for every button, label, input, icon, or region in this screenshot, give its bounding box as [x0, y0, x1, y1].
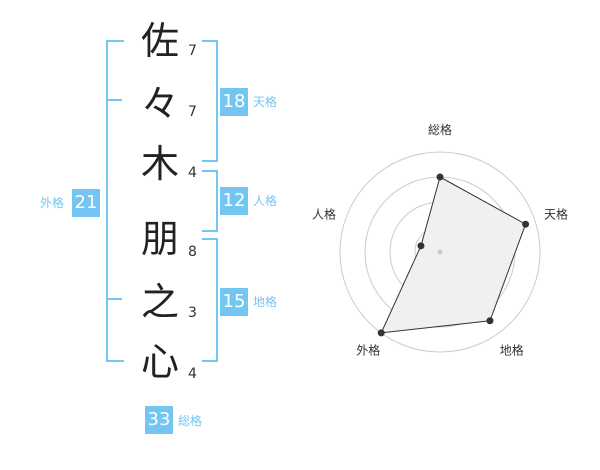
gaikaku-bracket [106, 40, 124, 362]
stroke-count-2: 7 [188, 104, 197, 120]
radar-ring-4 [339, 151, 541, 353]
radar-point-3 [486, 317, 494, 325]
radar-axis-label-1: 総格 [428, 122, 452, 137]
gaikaku-tick-bottom [106, 298, 122, 300]
stroke-count-5: 3 [188, 305, 197, 321]
tenkaku-label: 天格 [253, 95, 278, 109]
jinkaku-label: 人格 [253, 194, 278, 208]
radar-axis-label-3: 地格 [500, 343, 524, 358]
radar-axis-label-5: 人格 [312, 206, 336, 221]
gaikaku-tick-top [106, 99, 122, 101]
radar-point-4 [377, 329, 385, 337]
stroke-count-6: 4 [188, 366, 197, 382]
soukaku-label: 総格 [178, 414, 203, 428]
stroke-count-1: 7 [188, 43, 197, 59]
tenkaku-bracket [202, 40, 218, 162]
jinkaku-value: 12 [220, 187, 248, 215]
radar-point-5 [417, 242, 425, 250]
soukaku-value: 33 [145, 406, 173, 434]
radar-area [380, 176, 527, 334]
gaikaku-value: 21 [72, 189, 100, 217]
radar-center [437, 249, 443, 255]
chikaku-value: 15 [220, 288, 248, 316]
tenkaku-value: 18 [220, 88, 248, 116]
stroke-count-4: 8 [188, 244, 197, 260]
gaikaku-label: 外格 [40, 196, 65, 210]
jinkaku-bracket [202, 170, 218, 232]
radar-point-2 [522, 220, 530, 228]
stroke-count-3: 4 [188, 165, 197, 181]
radar-axis-label-2: 天格 [544, 206, 568, 221]
chikaku-bracket [202, 238, 218, 362]
radar-axis-label-4: 外格 [356, 343, 380, 358]
radar-point-1 [436, 173, 444, 181]
chikaku-label: 地格 [253, 295, 278, 309]
